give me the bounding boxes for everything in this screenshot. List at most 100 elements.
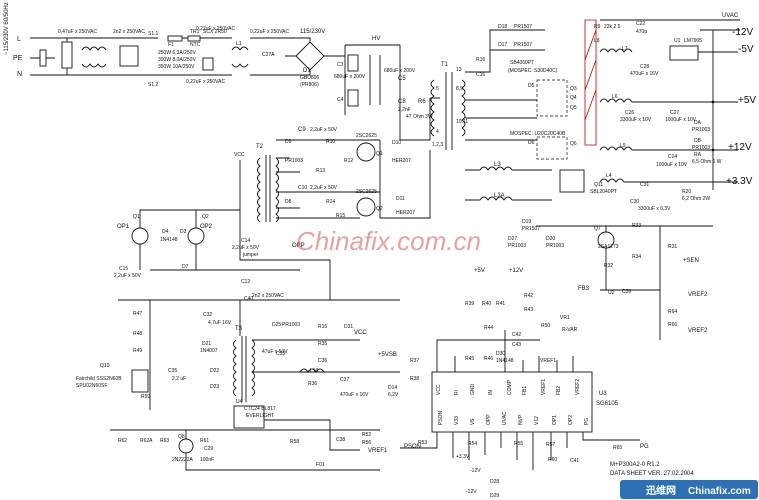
optocoupler-u4 (233, 405, 265, 429)
c24-label: C24 (668, 154, 677, 160)
fb3-label: FB3 (578, 286, 590, 292)
transformer-t1: T1 13 8,9 10,11 1,2,3 5 4 C8 2,2nF R6 47… (398, 62, 468, 150)
c32-label: C32 (203, 312, 212, 318)
c27-label: C27 (670, 110, 679, 116)
d27-label: D27 (508, 236, 517, 242)
l4-label: L4 (606, 173, 612, 179)
r43-label: R43 (524, 307, 533, 313)
op1-q-label: Q1 (133, 214, 140, 220)
c27-value: 1000uF x 10V (665, 117, 697, 123)
schottky-q11 (559, 169, 585, 193)
r10-label: R10 (326, 139, 335, 145)
r13-label: R13 (316, 168, 325, 174)
c40-label: C40 (244, 296, 253, 302)
selector-115-230-label: 115/230V (300, 29, 325, 35)
d14-label: D14 (388, 385, 397, 391)
pin-fb2: FB2 (556, 386, 562, 395)
r6-label: R6 (418, 99, 426, 105)
c41-label: C41 (570, 458, 579, 464)
c43-label: C43 (512, 342, 521, 348)
r42-label: R42 (524, 293, 533, 299)
cy-capacitors (119, 45, 139, 67)
r16-label: R16 (476, 57, 485, 63)
d10-part: HER207 (392, 158, 411, 164)
p5v-in-label: +5V (474, 268, 485, 274)
pin-fb1: FB1 (522, 386, 528, 395)
c31-label: C31 (640, 182, 649, 188)
r66-label: R66 (668, 322, 677, 328)
c33-value: 47uF x 50V (262, 349, 288, 355)
d31-label: D31 (344, 324, 353, 330)
opp-label: OPP (292, 243, 305, 249)
pin-op1: OP1 (552, 415, 558, 425)
u3-label: U3 (599, 391, 607, 397)
l3a-label: L3A (494, 193, 505, 199)
q8-label: Q8 (178, 434, 185, 440)
d3-label: D3 (180, 229, 187, 235)
r9-label: R9 (594, 24, 601, 30)
c26-label: C26 (625, 110, 634, 116)
c28-label: C28 (640, 64, 649, 70)
op-transistor-section: OP1 OP2 Q1 Q2 D4 1N4148 D3 D7 C15 2,2uF … (114, 209, 331, 302)
d1-note-label: (PR806) (300, 82, 319, 88)
transistor-op2 (187, 227, 205, 245)
u3-bottom-pins: PSON V33 V5 OPP UVAC NVP V12 OP1 OP2 PG (438, 410, 590, 425)
r50-label: R50 (541, 323, 550, 329)
m5v-output-label: -5V (738, 44, 754, 55)
c30-label: C30 (630, 199, 639, 205)
ra-label: RA (694, 152, 702, 158)
c8-label: C8 (398, 99, 406, 105)
u3-top-pins: VCC RI GND IN COMP FB1 VREF1 FB2 VREF2 (436, 379, 581, 395)
da-label: DA (694, 120, 702, 126)
standby-section: T3 R47 R48 R49 C32 4,7uF 16V D21 1N4007 … (76, 299, 419, 471)
r45-label: R45 (465, 356, 474, 362)
q10-part2: SPU02N60SF (76, 383, 107, 389)
diode-pack-d5 (536, 79, 568, 117)
r44-label: R44 (484, 325, 493, 331)
p12v-output-label: +12V (728, 142, 752, 153)
u4-part2: EVERLIGHT (246, 413, 274, 419)
m12v-in-label: -12V (470, 468, 481, 474)
pin-vref2: VREF2 (575, 379, 581, 395)
c10-label: C10 (298, 185, 307, 191)
driver-section: T2 C9 2,2uF x 50V D9 PR1003 R10 R12 R13 … (234, 97, 440, 261)
q1-label: Q1 (376, 151, 383, 157)
d20-label: D20 (546, 236, 555, 242)
d27-part: PR1003 (508, 243, 526, 249)
pin-ri: RI (454, 390, 460, 395)
c37-value: 470uF x 16V (340, 392, 369, 398)
pin-uvac: UVAC (502, 411, 508, 425)
t3-label: T3 (235, 326, 243, 332)
r65-label: R65 (613, 445, 622, 451)
bulk-cap-c3 (347, 54, 359, 72)
mains-spec-label: ~115/230V 60/50Hz (4, 2, 10, 55)
d20-part: PR1003 (546, 243, 564, 249)
c-x3-label: 0,22uF x 250VAC (196, 26, 235, 32)
c38-label: C38 (336, 437, 345, 443)
r20-label: R20 (682, 189, 691, 195)
mospec-label: (MOSPEC: S30D40C) (508, 68, 558, 74)
q11-label: Q11 (594, 182, 603, 188)
d25-part: PR1003 (282, 322, 300, 328)
mains-pe-label: PE (13, 55, 23, 62)
vr1-label: VR1 (560, 315, 570, 321)
t1-pin-8-9: 8,9 (456, 86, 463, 92)
watermark-text: Chinafix.com.cn (296, 226, 481, 256)
fuse-spec-3: 350W 10A/250V (158, 64, 195, 70)
l6-label: L6 (612, 94, 618, 100)
t2-label: T2 (256, 144, 264, 150)
m12v-output-label: -12V (732, 27, 753, 38)
mosfet-q10 (131, 369, 149, 393)
c8-value: 2,2nF (398, 107, 411, 113)
r53-label: R53 (418, 440, 427, 446)
tr1-label: TR1 (190, 29, 200, 35)
r62-label: R62 (118, 438, 127, 444)
d9-part: PR1003 (285, 158, 303, 164)
cx2-label: 2n2 x 250VAC (113, 29, 145, 35)
r61-label: R61 (200, 438, 209, 444)
c16-label: C16 (476, 72, 485, 78)
r55-label: R55 (514, 441, 523, 447)
pin-opp: OPP (486, 414, 492, 425)
watermark: Chinafix.com.cn (296, 226, 481, 256)
q3-label: Q3 (570, 86, 577, 92)
